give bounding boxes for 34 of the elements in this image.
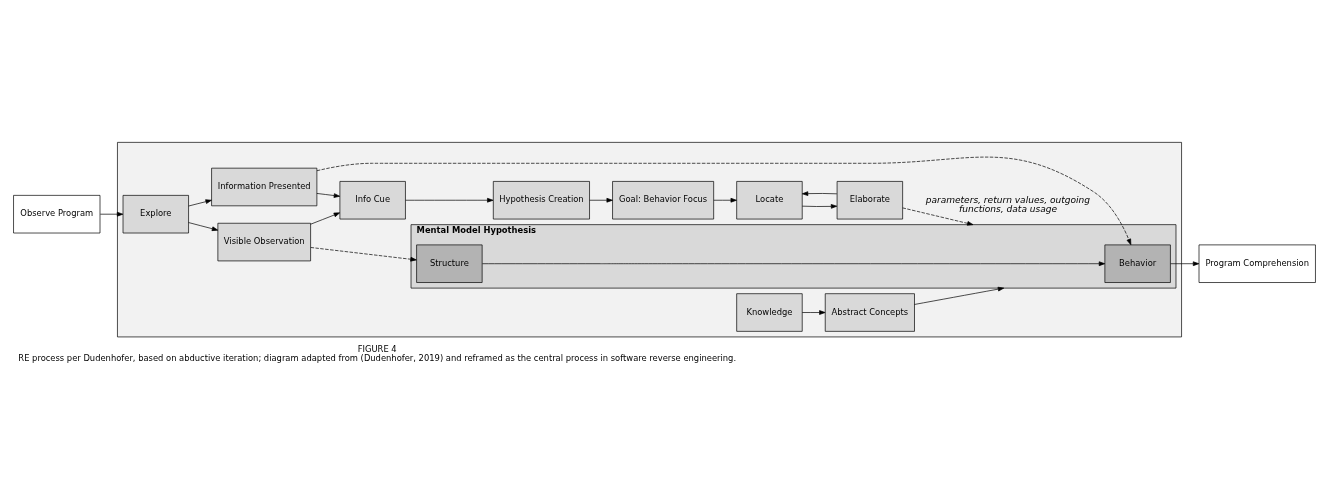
- node-box: Abstract Concepts: [824, 292, 915, 332]
- node-box: Structure: [416, 244, 483, 283]
- arrow: [801, 203, 838, 209]
- node-box: Info Cue: [339, 180, 406, 219]
- arrow: [801, 309, 826, 315]
- arrow: [310, 212, 341, 225]
- node-box: Information Presented: [211, 167, 318, 206]
- arrow: [310, 246, 417, 262]
- arrow: [1170, 260, 1200, 266]
- arrow: [902, 207, 974, 226]
- arrow: [713, 197, 737, 203]
- node-box: Program Comprehension: [1198, 244, 1316, 283]
- node-box: Observe Program: [13, 194, 101, 233]
- node-box: Elaborate: [836, 180, 903, 219]
- arrow: [801, 190, 838, 196]
- arrow: [482, 260, 1106, 266]
- arrow: [405, 197, 494, 203]
- arrow: [188, 221, 219, 231]
- arrow: [188, 198, 212, 206]
- arrow: [589, 197, 613, 203]
- diagram-title: FIGURE 4: [357, 343, 397, 354]
- caption: RE process per Dudenhofer, based on abductive iteration; diagram adapted from (Dudenhofer, 2019) and reframed as the central process in software reverse engineering.: [18, 352, 737, 363]
- node-box: Behavior: [1104, 244, 1171, 283]
- edge-label: parameters, return values, outgoing functions, data usage: [925, 194, 1091, 214]
- node-box: Locate: [736, 180, 803, 219]
- arrow: [99, 211, 124, 216]
- arrow: [914, 286, 1005, 305]
- arrow: [316, 156, 1132, 245]
- node-box: Visible Observation: [217, 222, 311, 261]
- arrow: [316, 192, 341, 198]
- node-box: Hypothesis Creation: [492, 180, 590, 219]
- node-box: Goal: Behavior Focus: [612, 180, 714, 219]
- node-box: Explore: [122, 194, 189, 233]
- node-box: Knowledge: [736, 292, 803, 332]
